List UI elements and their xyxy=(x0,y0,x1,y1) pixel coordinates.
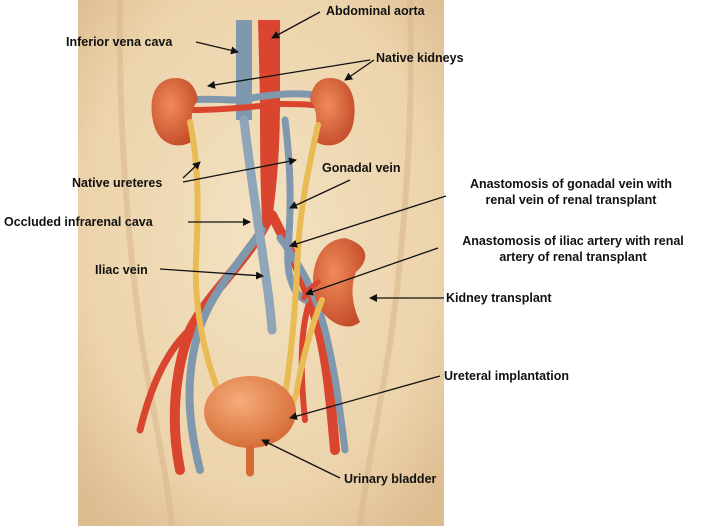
label-anastomosis-iliac: Anastomosis of iliac artery with renal a… xyxy=(440,233,706,265)
urethra xyxy=(246,446,254,477)
label-urinary-bladder: Urinary bladder xyxy=(344,471,436,487)
label-iliac-vein: Iliac vein xyxy=(95,262,148,278)
label-anastomosis-gonadal-line1: Anastomosis of gonadal vein with xyxy=(446,176,696,192)
label-anastomosis-gonadal-line2: renal vein of renal transplant xyxy=(446,192,696,208)
label-anastomosis-gonadal: Anastomosis of gonadal vein with renal v… xyxy=(446,176,696,208)
label-abdominal-aorta: Abdominal aorta xyxy=(326,3,425,19)
label-native-ureteres: Native ureteres xyxy=(72,175,162,191)
label-ureteral-implantation: Ureteral implantation xyxy=(444,368,569,384)
label-anastomosis-iliac-line2: artery of renal transplant xyxy=(440,249,706,265)
urinary-bladder-shape xyxy=(204,376,296,448)
right-renal-vein xyxy=(252,94,320,98)
label-inferior-vena-cava: Inferior vena cava xyxy=(66,34,172,50)
label-anastomosis-iliac-line1: Anastomosis of iliac artery with renal xyxy=(440,233,706,249)
label-gonadal-vein: Gonadal vein xyxy=(322,160,401,176)
label-occluded-infrarenal-cava: Occluded infrarenal cava xyxy=(4,214,153,230)
label-native-kidneys: Native kidneys xyxy=(376,50,464,66)
label-kidney-transplant: Kidney transplant xyxy=(446,290,552,306)
